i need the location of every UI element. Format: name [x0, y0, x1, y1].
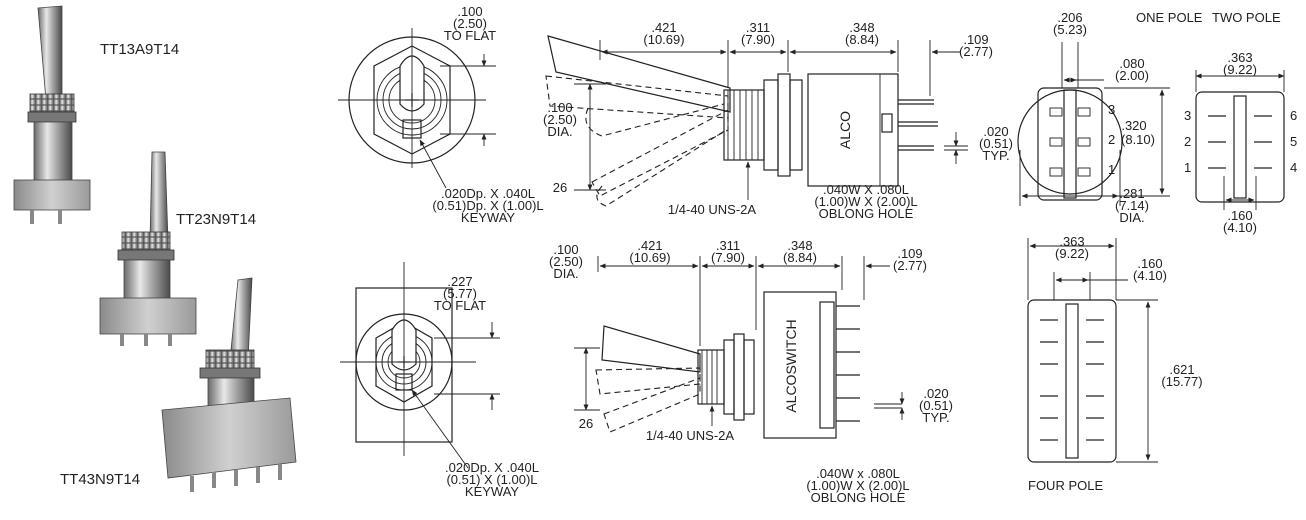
oblong-hole-line3: OBLONG HOLE — [819, 206, 914, 221]
thread-spec: 1/4-40 UNS-2A — [668, 202, 756, 217]
two-pole-363-mm: (9.22) — [1223, 62, 1257, 77]
two-pole-pin-3: 3 — [1184, 108, 1191, 123]
four-pole-363-in: .363 — [1059, 234, 1084, 249]
keyway-line2-b: (0.51) X (1.00)L — [446, 472, 537, 487]
dim-311-in-b: .311 — [716, 238, 740, 253]
one-pole-320-mm: (8.10) — [1121, 132, 1155, 147]
two-pole-pin-2: 2 — [1184, 134, 1191, 149]
dim-348-in: .348 — [849, 20, 874, 35]
two-pole-title: TWO POLE — [1212, 10, 1281, 25]
pin-mm: (0.51) — [979, 136, 1013, 151]
brand-alcoswitch: ALCOSWITCH — [783, 319, 799, 412]
dim-dia-mm: (2.50) — [543, 112, 577, 127]
one-pole-206-mm: (5.23) — [1053, 22, 1087, 37]
dim-421-in-b: .421 — [637, 238, 662, 253]
one-pole-206-in: .206 — [1057, 10, 1082, 25]
dim-311-mm-b: (7.90) — [711, 250, 745, 265]
angle-26-b: 26 — [579, 416, 593, 431]
two-pole-pin-6: 6 — [1290, 108, 1297, 123]
thread-spec-b: 1/4-40 UNS-2A — [646, 428, 734, 443]
part-number-tt13a9t14: TT13A9T14 — [100, 41, 179, 58]
part-number-tt23n9t14: TT23N9T14 — [176, 211, 256, 228]
dim-to-flat-mm-b: (5.77) — [443, 286, 477, 301]
dim-348-mm: (8.84) — [845, 32, 879, 47]
bottom-front-view: .227 (5.77) TO FLAT .020Dp. X .040L (0.5… — [340, 262, 539, 499]
top-front-view: .100 (2.50) TO FLAT .020Dp. X .040L (0.5… — [338, 4, 544, 225]
keyway-line3-b: KEYWAY — [465, 484, 520, 499]
one-pole-320-in: .320 — [1121, 118, 1146, 133]
one-pole-080-in: .080 — [1119, 56, 1144, 71]
keyway-line1: .020Dp. X .040L — [441, 186, 535, 201]
dim-dia-label-b: DIA. — [553, 266, 578, 281]
pin-in-b: .020 — [923, 386, 948, 401]
pin-in: .020 — [983, 124, 1008, 139]
four-pole-160-in: .160 — [1137, 256, 1162, 271]
bottom-side-view: ALCOSWITCH .421 (10.69) .311 (7.90) .348… — [549, 238, 953, 505]
four-pole-title: FOUR POLE — [1028, 478, 1103, 493]
four-pole-621-in: .621 — [1169, 362, 1194, 377]
dim-dia-mm-b: (2.50) — [549, 254, 583, 269]
dim-311-in: .311 — [746, 20, 770, 35]
switch-photo-one-pole: TT13A9T14 — [13, 5, 179, 224]
part-number-tt43n9t14: TT43N9T14 — [60, 471, 140, 488]
dim-109-in: .109 — [963, 32, 988, 47]
two-pole-160-in: .160 — [1227, 208, 1252, 223]
keyway-line1-b: .020Dp. X .040L — [445, 460, 539, 475]
angle-26: 26 — [553, 180, 567, 195]
keyway-line2: (0.51)Dp. X (1.00)L — [432, 198, 543, 213]
pin-label-b: TYP. — [922, 410, 949, 425]
dim-421-mm-b: (10.69) — [629, 250, 670, 265]
dim-109-mm-b: (2.77) — [893, 258, 927, 273]
oblong-hole-line2: (1.00)W X (2.00)L — [814, 194, 917, 209]
two-pole-footprint: TWO POLE .363 (9.22) 3 2 1 6 5 4 .160 (4… — [1184, 10, 1297, 235]
dim-to-flat-mm: (2.50) — [453, 16, 487, 31]
one-pole-281-label: DIA. — [1119, 210, 1144, 225]
dim-109-mm: (2.77) — [959, 44, 993, 59]
dim-to-flat-in-b: .227 — [447, 274, 472, 289]
oblong-hole-line1-b: .040W x .080L — [816, 466, 900, 481]
dim-dia-in: .100 — [547, 100, 572, 115]
one-pole-title: ONE POLE — [1136, 10, 1203, 25]
two-pole-pin-1: 1 — [1184, 160, 1191, 175]
four-pole-160-mm: (4.10) — [1133, 268, 1167, 283]
dim-dia-in-b: .100 — [553, 242, 578, 257]
pin-mm-b: (0.51) — [919, 398, 953, 413]
two-pole-363-in: .363 — [1227, 50, 1252, 65]
oblong-hole-line3-b: OBLONG HOLE — [811, 490, 906, 505]
dim-348-mm-b: (8.84) — [783, 250, 817, 265]
one-pole-281-in: .281 — [1119, 186, 1144, 201]
two-pole-pin-4: 4 — [1290, 160, 1297, 175]
four-pole-footprint: .363 (9.22) .160 (4.10) .621 (15.77) FOU… — [1027, 234, 1203, 493]
four-pole-621-mm: (15.77) — [1161, 374, 1202, 389]
keyway-line3: KEYWAY — [461, 210, 516, 225]
dim-109-in-b: .109 — [897, 246, 922, 261]
dim-348-in-b: .348 — [787, 238, 812, 253]
dim-421-in: .421 — [651, 20, 676, 35]
dim-to-flat-label: TO FLAT — [444, 28, 496, 43]
oblong-hole-line2-b: (1.00)W X (2.00)L — [806, 478, 909, 493]
one-pole-pin-3: 3 — [1108, 102, 1115, 117]
one-pole-pin-2: 2 — [1108, 132, 1115, 147]
one-pole-281-mm: (7.14) — [1115, 198, 1149, 213]
pin-label: TYP. — [982, 148, 1009, 163]
dim-421-mm: (10.69) — [643, 32, 684, 47]
four-pole-363-mm: (9.22) — [1055, 246, 1089, 261]
top-side-view: ALCO .421 (10.69) .311 (7.90) .348 (8.84… — [543, 20, 1013, 221]
two-pole-160-mm: (4.10) — [1223, 220, 1257, 235]
dim-311-mm: (7.90) — [741, 32, 775, 47]
oblong-hole-line1: .040W X .080L — [823, 182, 909, 197]
one-pole-pin-1: 1 — [1108, 162, 1115, 177]
switch-photo-four-pole: TT43N9T14 — [60, 277, 297, 492]
one-pole-footprint: ONE POLE .206 (5.23) .080 (2.00) .320 (8… — [1017, 10, 1203, 225]
dim-dia-label: DIA. — [547, 124, 572, 139]
switch-photo-two-pole: TT23N9T14 — [99, 151, 256, 346]
two-pole-pin-5: 5 — [1290, 134, 1297, 149]
one-pole-080-mm: (2.00) — [1115, 68, 1149, 83]
dim-to-flat-label-b: TO FLAT — [434, 298, 486, 313]
dim-to-flat-in: .100 — [457, 4, 482, 19]
brand-alco: ALCO — [837, 111, 853, 149]
